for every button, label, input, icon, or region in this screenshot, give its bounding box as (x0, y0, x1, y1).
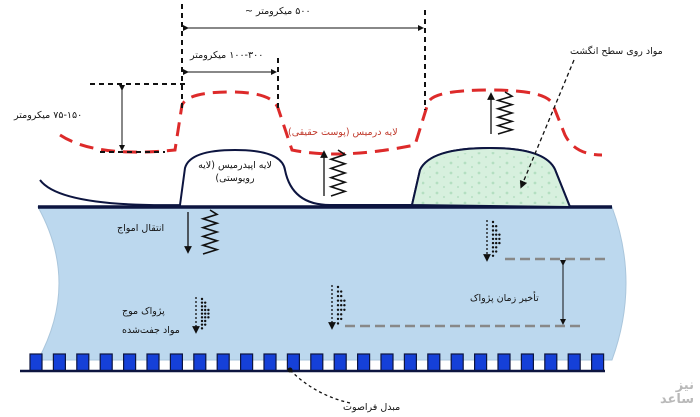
wave-spring-top-right (487, 91, 515, 135)
transducer-element (520, 353, 535, 372)
transducer-element (357, 353, 371, 372)
transducer-element (122, 353, 137, 372)
transducer-label: مبدل فراصوت (343, 402, 401, 413)
logo-line2: ساعد (659, 392, 694, 407)
transducer-element (403, 353, 417, 372)
transducer-element (333, 353, 347, 372)
echo-arrow-right (483, 220, 501, 262)
transducer-element (29, 353, 43, 372)
wave-transmission-label: انتقال امواج (117, 223, 165, 234)
transducer-element (474, 353, 488, 372)
transducer-element (216, 353, 230, 372)
transducer-element (263, 353, 277, 372)
wave-echo-label: پژواک موج (122, 306, 165, 317)
dimension-ridge-label: ۱۰۰-۳۰۰ میکرومتر (190, 50, 264, 61)
dimension-height-label: ۷۵-۱۵۰ میکرومتر (14, 110, 83, 121)
dimension-total-label: ۵۰۰ میکرومتر ~ (245, 6, 311, 17)
transducer-element (52, 353, 67, 372)
echo-delay-label: تأخیر زمان پژواک (470, 293, 539, 304)
echo-arrow-center (328, 285, 346, 330)
transducer-element (590, 353, 605, 372)
epidermis-label-line1: لایه اپیدرمیس (لایه (198, 160, 272, 171)
watermark-logo: نیز ساعد (602, 379, 694, 413)
transducer-element (450, 353, 464, 372)
surface-material-label: مواد روی سطح انگشت (570, 46, 663, 57)
logo-line1: نیز (675, 378, 694, 393)
transducer-element (427, 353, 441, 372)
transducer-element (76, 353, 90, 372)
coupling-material-label: مواد جفت‌شده (122, 325, 180, 336)
ultrasound-medium (37, 206, 627, 361)
leader-transducer (289, 369, 351, 404)
transducer-element (497, 353, 511, 372)
dermis-label: لایه درمیس (پوست حقیقی) (288, 127, 398, 138)
transducer-element (380, 353, 394, 372)
transducer-element (567, 353, 581, 372)
transducer-element (193, 353, 207, 372)
transducer-element (544, 353, 558, 372)
transducer-element (310, 353, 324, 372)
echo-arrow-left (192, 297, 210, 334)
transducer-element (169, 353, 183, 372)
transducer-element (240, 353, 254, 372)
dermis-dashed-line (59, 88, 603, 157)
wave-spring-transmit (184, 209, 220, 255)
wave-spring-mid (320, 149, 348, 197)
transducer-element (146, 353, 160, 372)
leader-surface-material (519, 59, 575, 189)
transducer-element (99, 353, 113, 372)
epidermis-label-line2: رویوستی) (215, 173, 255, 184)
